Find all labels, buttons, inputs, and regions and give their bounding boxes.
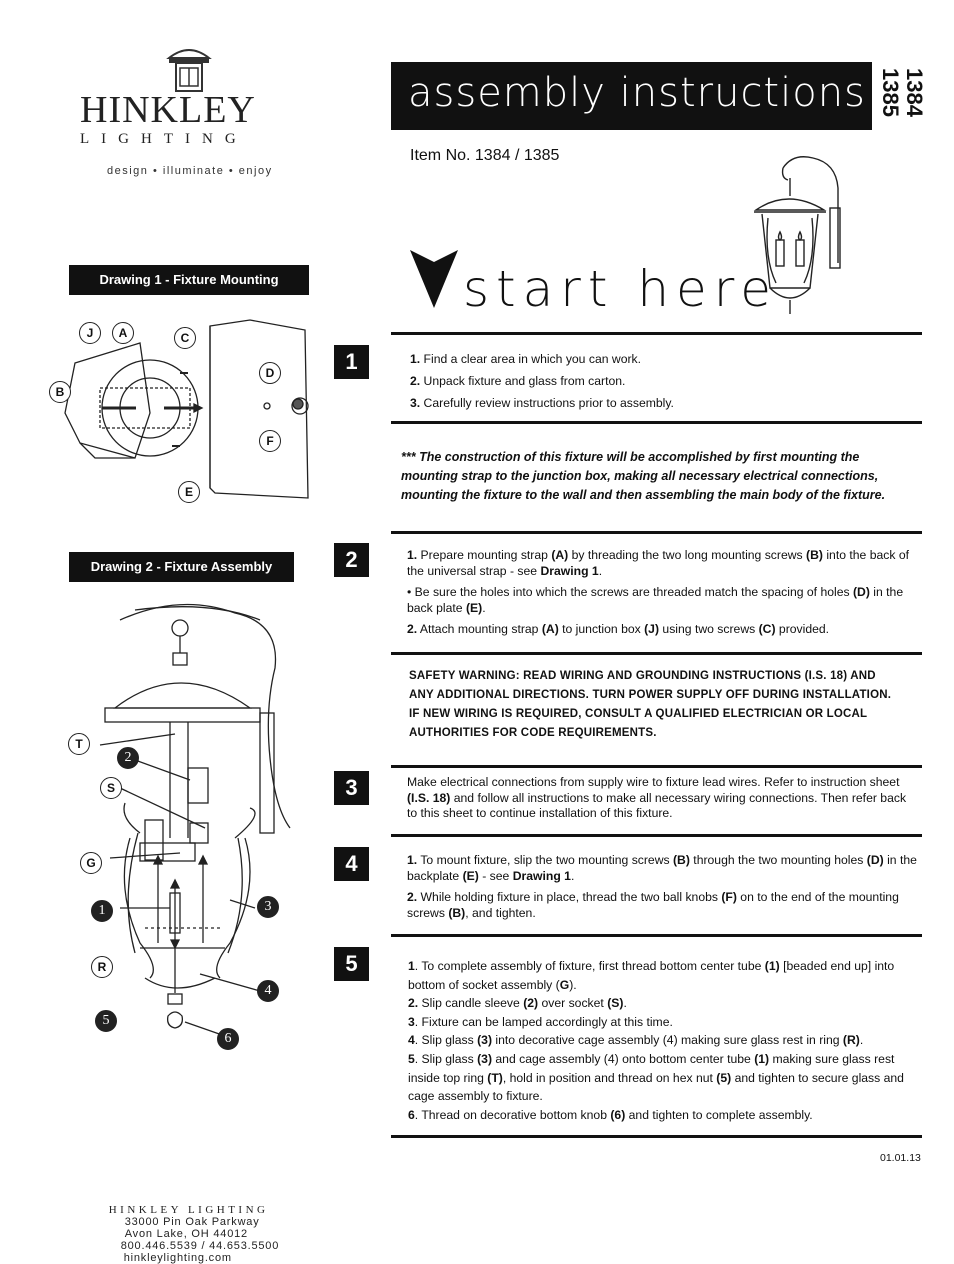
step-3-badge: 3: [334, 771, 369, 805]
drawing-2-assembly-diagram: [99, 603, 291, 1037]
rule-5-bottom: [391, 1135, 922, 1138]
brand-name: HINKLEY: [80, 89, 256, 131]
footer-company: HINKLEY LIGHTING: [108, 1204, 269, 1216]
callout-6: 6: [217, 1028, 239, 1050]
step-1-line-2: 2. Unpack fixture and glass from carton.: [410, 374, 626, 388]
rule-2-top: [391, 531, 922, 534]
step-5-line-2: 2. Slip candle sleeve (2) over socket (S…: [408, 996, 627, 1011]
footer-web: hinkleylighting.com: [123, 1252, 232, 1264]
callout-j: J: [79, 322, 101, 344]
footer-phone: 800.446.5539 / 44.653.5500: [120, 1240, 280, 1252]
rule-3-bottom: [391, 834, 922, 837]
callout-4: 4: [257, 980, 279, 1002]
callout-a: A: [112, 322, 134, 344]
fixture-illustration: [753, 156, 841, 314]
step-2-para-1: 1. Prepare mounting strap (A) by threadi…: [407, 548, 909, 578]
brand-sub: LIGHTING: [80, 131, 248, 147]
step-1-text: 1. Find a clear area in which you can wo…: [410, 348, 910, 414]
revision-date: 01.01.13: [880, 1152, 921, 1164]
drawing-1-label: Drawing 1 - Fixture Mounting: [69, 265, 309, 295]
start-here-heading: start here: [463, 260, 779, 318]
callout-t: T: [68, 733, 90, 755]
step-1-line-1: 1. Find a clear area in which you can wo…: [410, 352, 642, 366]
drawing-1-mounting-diagram: [64, 319, 309, 499]
safety-warning: SAFETY WARNING: READ WIRING AND GROUNDIN…: [409, 670, 892, 739]
footer-city: Avon Lake, OH 44012: [124, 1228, 248, 1240]
footer-address: 33000 Pin Oak Parkway: [124, 1216, 260, 1228]
rule-3-top: [391, 765, 922, 768]
step-4-text: 1. To mount fixture, slip the two mounti…: [407, 853, 919, 927]
step-2-text: 1. Prepare mounting strap (A) by threadi…: [407, 548, 912, 644]
rule-1-top: [391, 332, 922, 335]
callout-s: S: [100, 777, 122, 799]
step-5-line-3: 3. Fixture can be lamped accordingly at …: [408, 1014, 673, 1029]
step-4-para-1: 1. To mount fixture, slip the two mounti…: [407, 853, 917, 883]
step-1-line-3: 3. Carefully review instructions prior t…: [410, 396, 674, 410]
callout-f: F: [259, 430, 281, 452]
brand-tagline: design • illuminate • enjoy: [107, 165, 273, 177]
callout-5: 5: [95, 1010, 117, 1032]
callout-g: G: [80, 852, 102, 874]
callout-b: B: [49, 381, 71, 403]
rule-1-bottom: [391, 421, 922, 424]
step-5-line-6: 6. Thread on decorative bottom knob (6) …: [408, 1107, 813, 1122]
step-2-para-3: 2. Attach mounting strap (A) to junction…: [407, 622, 830, 636]
callout-e: E: [178, 481, 200, 503]
callout-3: 3: [257, 896, 279, 918]
construction-intro: *** The construction of this fixture wil…: [401, 450, 886, 502]
item-number-line: Item No. 1384 / 1385: [410, 147, 560, 164]
drawing-2-label: Drawing 2 - Fixture Assembly: [69, 552, 294, 582]
rule-2-bottom: [391, 652, 922, 655]
page-title: assembly instructions: [408, 70, 866, 116]
start-arrow-icon: [410, 250, 458, 308]
step-5-text: 1. To complete assembly of fixture, firs…: [408, 957, 922, 1124]
drawing-2-label-text: Drawing 2 - Fixture Assembly: [90, 559, 273, 574]
step-2-para-2: • Be sure the holes into which the screw…: [407, 585, 904, 615]
step-3-text: Make electrical connections from supply …: [407, 775, 907, 820]
callout-r: R: [91, 956, 113, 978]
step-1-badge: 1: [334, 345, 369, 379]
item-numbers-vertical: 1384 1385: [878, 68, 927, 117]
step-4-para-2: 2. While holding fixture in place, threa…: [407, 890, 899, 920]
step-5-line-1: 1. To complete assembly of fixture, firs…: [408, 959, 895, 992]
callout-2: 2: [117, 747, 139, 769]
step-5-line-4: 4. Slip glass (3) into decorative cage a…: [408, 1033, 864, 1048]
drawing-1-label-text: Drawing 1 - Fixture Mounting: [99, 272, 279, 287]
step-2-badge: 2: [334, 543, 369, 577]
title-bar: assembly instructions: [391, 62, 872, 130]
logo-lantern-icon: [166, 49, 212, 92]
footer-line: HINKLEY LIGHTING 33000 Pin Oak Parkway A…: [101, 1192, 279, 1264]
rule-4-bottom: [391, 934, 922, 937]
callout-c: C: [174, 327, 196, 349]
step-5-badge: 5: [334, 947, 369, 981]
callout-d: D: [259, 362, 281, 384]
step-4-badge: 4: [334, 847, 369, 881]
callout-1: 1: [91, 900, 113, 922]
step-5-line-5: 5. Slip glass (3) and cage assembly (4) …: [408, 1051, 904, 1104]
